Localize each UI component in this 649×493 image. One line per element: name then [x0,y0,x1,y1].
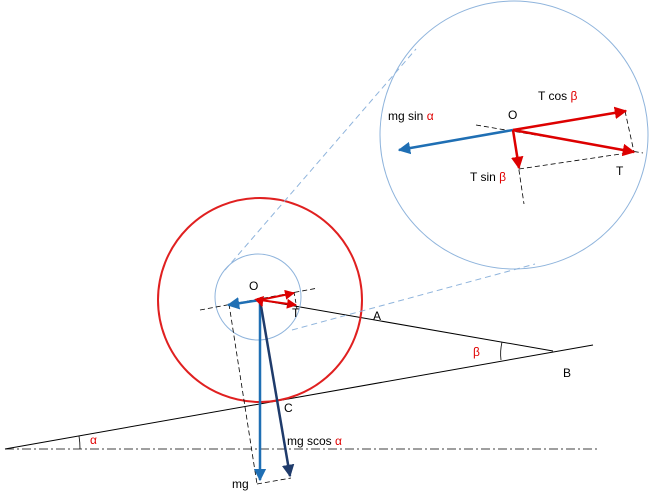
tension-arrow [259,298,297,309]
zoom-mg-sin-arrow [397,128,514,155]
mg-cos-greek: α [335,434,342,448]
label-B: B [563,366,571,380]
T-cos-text: T cos [538,89,570,103]
zoom-tension-sin-arrow [511,129,524,170]
zoom-label-mg-sin: mg sin α [388,109,434,123]
label-beta: β [473,345,480,359]
inclined-plane-line [4,344,594,450]
tension-cos-arrow [259,289,295,301]
label-C: C [284,401,293,415]
label-alpha: α [90,433,97,447]
mg-sin-greek: α [427,109,434,123]
alpha-angle-arc [78,435,81,450]
projection-dashed-left [228,303,258,485]
label-A: A [373,309,381,323]
rope-line [259,299,554,352]
zoom-detail-circle [379,0,649,270]
zoom-label-T-sin: T sin β [470,170,506,184]
zoom-label-T-cos: T cos β [538,89,577,103]
zoom-label-O: O [508,108,517,122]
projection-dashed-bottom [256,477,292,485]
zoom-tsin-projection-dashed [518,151,635,170]
label-T: T [292,306,300,320]
T-sin-greek: β [499,170,506,184]
label-mg: mg [232,477,249,491]
label-O: O [249,279,258,293]
zoom-tcos-projection-dashed [624,110,635,153]
T-sin-text: T sin [470,170,499,184]
zoom-tangent-line-upper [224,48,417,271]
T-cos-greek: β [570,89,577,103]
mg-cos-arrow [258,299,295,478]
zoom-source-circle [214,253,302,341]
zoom-tension-cos-arrow [512,106,628,132]
mg-sin-arrow [226,297,261,310]
beta-angle-arc [500,341,503,361]
zoom-tangent-line-lower [291,263,536,331]
zoom-tension-arrow [512,128,636,157]
label-mg-cos: mg scos α [287,434,342,448]
tension-sin-arrow [254,295,264,307]
mg-cos-text: mg scos [287,434,335,448]
zoom-label-T: T [616,164,624,178]
mg-sin-text: mg sin [388,109,427,123]
